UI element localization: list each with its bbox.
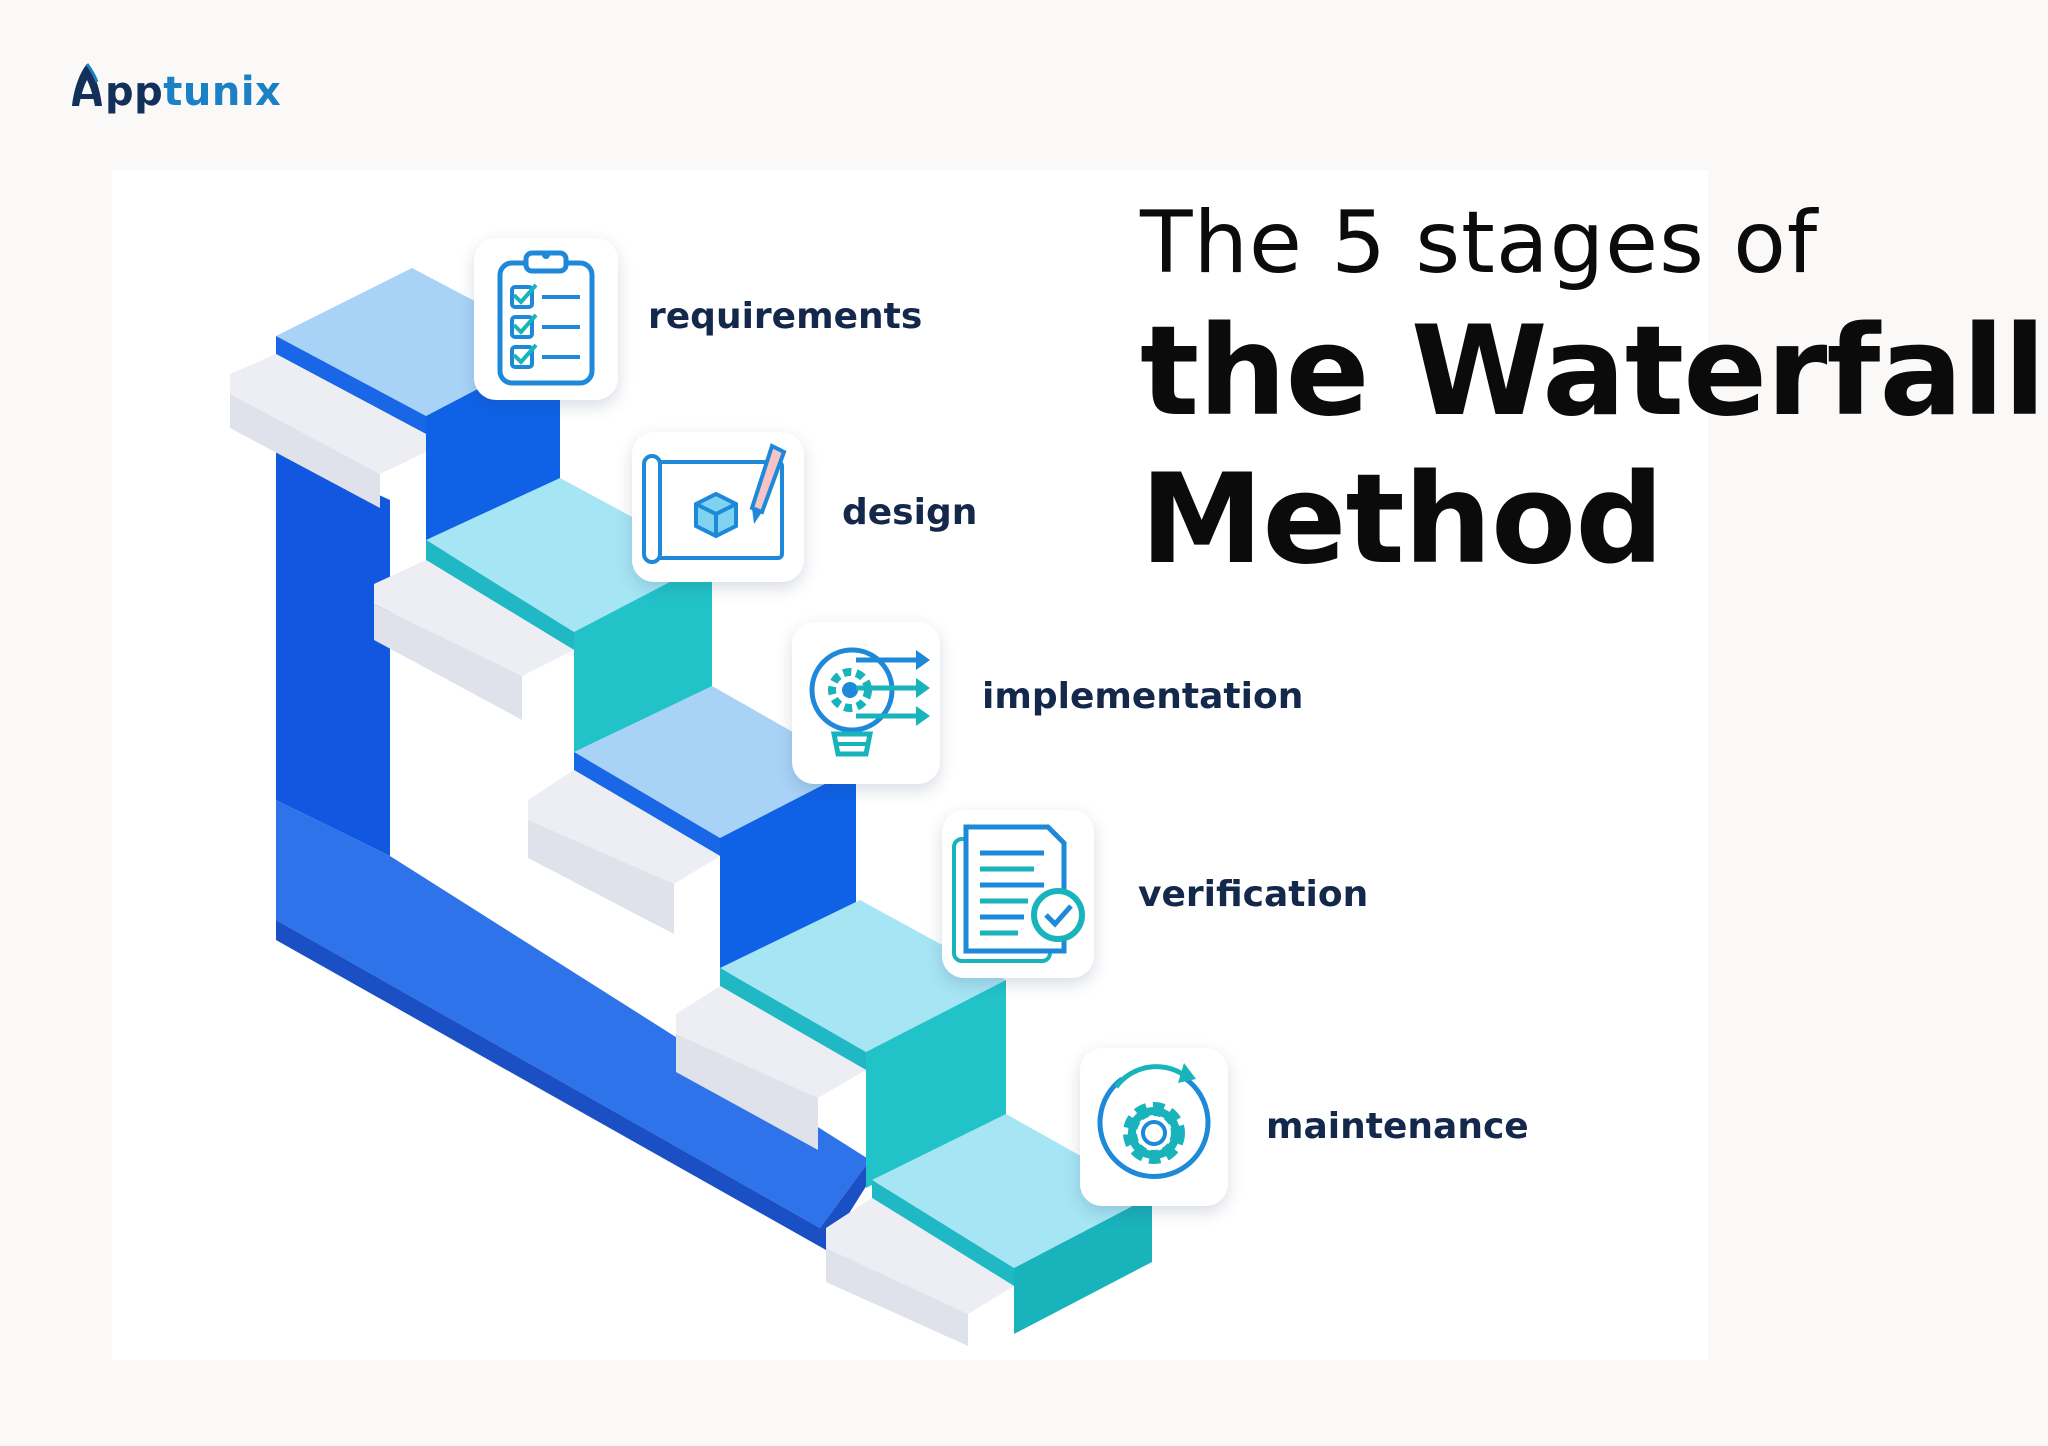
blue-frame <box>276 448 870 1250</box>
step-4-verification <box>676 900 1006 1188</box>
design-card <box>632 432 804 582</box>
logo-text-tunix: tunix <box>163 69 282 115</box>
blueprint-pencil-icon <box>642 443 787 564</box>
logo-text-pp: pp <box>105 69 164 115</box>
title-line-2: the Waterfall <box>1140 300 2046 444</box>
gear-cycle-icon <box>1097 1063 1211 1179</box>
stage-label-maintenance: maintenance <box>1266 1106 1529 1147</box>
requirements-card <box>474 238 618 400</box>
maintenance-card <box>1080 1048 1228 1206</box>
title-line-1: The 5 stages of <box>1140 193 1819 293</box>
verification-card <box>942 810 1094 978</box>
logo-a-mark-icon <box>70 63 104 112</box>
stage-label-design: design <box>842 492 978 533</box>
page-title: The 5 stages of the Waterfall Method <box>1140 188 2046 594</box>
step-2-design <box>374 478 712 770</box>
stage-label-requirements: requirements <box>648 296 923 337</box>
step-5-maintenance <box>826 1114 1152 1346</box>
title-line-3: Method <box>1140 448 1664 592</box>
stage-label-implementation: implementation <box>982 676 1304 717</box>
gear-arrows-bulb-icon <box>809 647 930 757</box>
checklist-clipboard-icon <box>497 250 595 386</box>
implementation-card <box>792 622 940 784</box>
document-check-icon <box>952 824 1085 963</box>
apptunix-logo: pp tunix <box>70 42 281 112</box>
stage-label-verification: verification <box>1138 874 1369 915</box>
